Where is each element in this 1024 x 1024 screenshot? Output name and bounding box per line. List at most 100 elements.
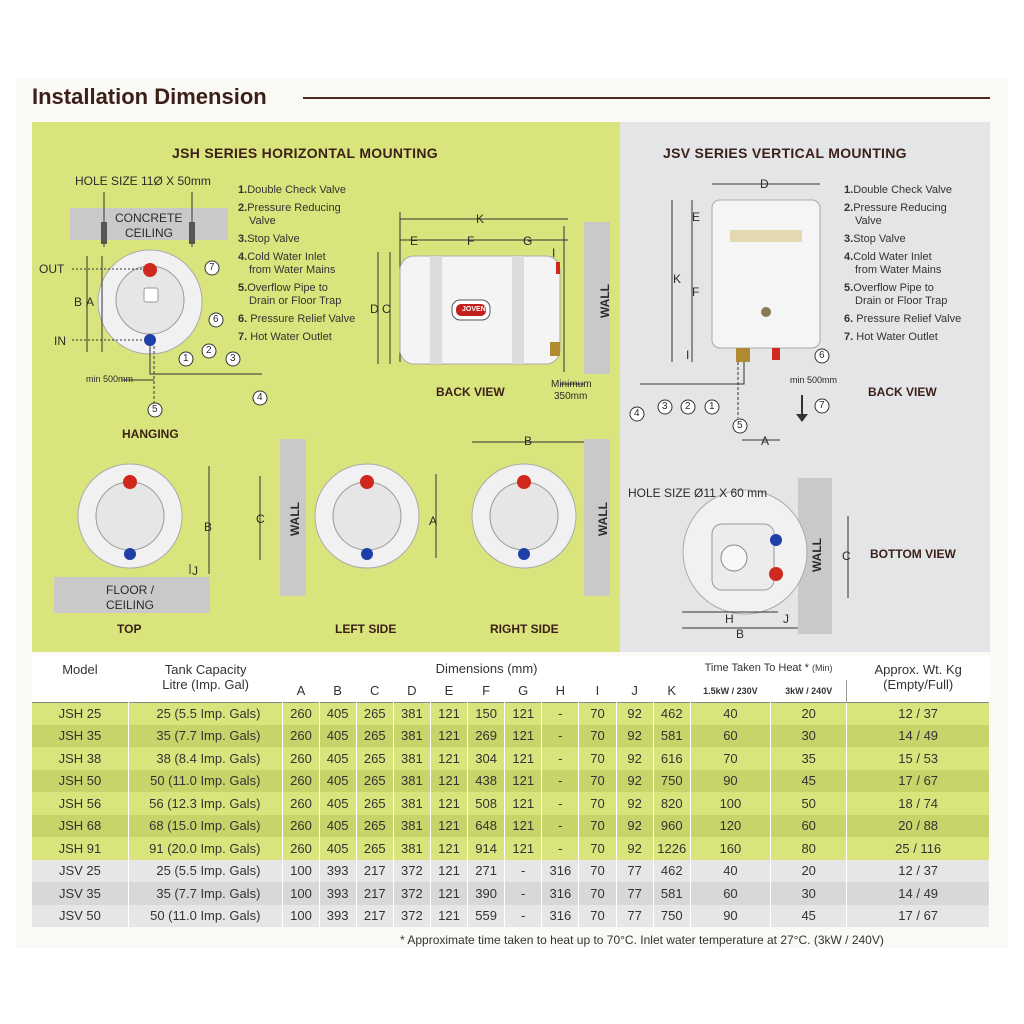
table-cell: 45 xyxy=(770,904,848,927)
table-cell: 405 xyxy=(319,837,357,860)
table-cell: JSV 50 xyxy=(32,904,129,927)
table-cell: 960 xyxy=(653,814,691,837)
table-cell: 121 xyxy=(504,702,543,725)
right-side-label: RIGHT SIDE xyxy=(490,622,559,636)
th-dim-a: A xyxy=(282,680,320,702)
jsv-num-2: 2 xyxy=(685,401,691,412)
dim-b-hanging: B xyxy=(74,295,83,309)
table-cell: 372 xyxy=(393,904,431,927)
th-3kw: 3kW / 240V xyxy=(770,680,848,702)
table-cell: 90 xyxy=(690,904,772,927)
table-cell: 20 xyxy=(770,859,848,882)
th-time: Time Taken To Heat * (Min) xyxy=(689,656,848,680)
dim-c-back: C xyxy=(382,302,391,316)
table-cell: - xyxy=(504,904,543,927)
table-cell: 381 xyxy=(393,702,431,725)
table-cell: 20 xyxy=(770,702,848,725)
dim-j-top: J xyxy=(192,564,198,578)
table-cell: 45 xyxy=(770,769,848,792)
table-cell: 316 xyxy=(541,859,580,882)
table-cell: 405 xyxy=(319,747,357,770)
table-cell: 50 xyxy=(770,792,848,815)
table-cell: 35 (7.7 Imp. Gals) xyxy=(128,882,284,905)
table-cell: 60 xyxy=(690,882,772,905)
table-cell: 90 xyxy=(690,769,772,792)
table-cell: 77 xyxy=(616,882,654,905)
table-cell: 50 (11.0 Imp. Gals) xyxy=(128,904,284,927)
table-cell: 260 xyxy=(282,837,320,860)
table-cell: 405 xyxy=(319,814,357,837)
dim-e-jsv: E xyxy=(692,210,701,224)
table-cell: 265 xyxy=(356,814,394,837)
table-cell: 150 xyxy=(467,702,506,725)
table-cell: 60 xyxy=(690,724,772,747)
dim-k-back: K xyxy=(476,212,485,226)
back-view-wall xyxy=(584,222,610,374)
table-cell: JSH 91 xyxy=(32,837,129,860)
table-cell: - xyxy=(541,724,580,747)
page-title: Installation Dimension xyxy=(32,84,267,109)
dim-c-left: C xyxy=(256,512,265,526)
table-cell: 381 xyxy=(393,724,431,747)
table-cell: 260 xyxy=(282,702,320,725)
table-cell: 559 xyxy=(467,904,506,927)
legend-item: 6. Pressure Relief Valve xyxy=(844,313,962,325)
legend-item: 1.Double Check Valve xyxy=(238,184,347,196)
table-cell: 750 xyxy=(653,769,691,792)
jsv-diagram xyxy=(629,183,849,634)
left-side-label: LEFT SIDE xyxy=(335,622,397,636)
table-cell: 70 xyxy=(578,702,617,725)
dim-i-jsv: I xyxy=(686,348,690,362)
num-4: 4 xyxy=(257,392,263,403)
table-cell: 304 xyxy=(467,747,506,770)
table-cell: 750 xyxy=(653,904,691,927)
table-cell: 581 xyxy=(653,724,691,747)
table-cell: 25 / 116 xyxy=(846,837,990,860)
table-cell: 121 xyxy=(430,837,469,860)
left-side-wall xyxy=(280,439,306,596)
table-cell: 70 xyxy=(578,837,617,860)
jsv-min500: min 500mm xyxy=(790,375,838,385)
dim-b-jsv: B xyxy=(736,627,745,641)
table-cell: - xyxy=(504,859,543,882)
th-dim-b: B xyxy=(319,680,357,702)
jsh-diagram xyxy=(54,192,610,613)
table-cell: 70 xyxy=(578,747,617,770)
table-cell: 260 xyxy=(282,724,320,747)
table-cell: 14 / 49 xyxy=(846,882,990,905)
table-cell: 508 xyxy=(467,792,506,815)
table-cell: 121 xyxy=(504,814,543,837)
table-cell: JSH 35 xyxy=(32,724,129,747)
table-cell: 160 xyxy=(690,837,772,860)
table-cell: 616 xyxy=(653,747,691,770)
floor-ceiling-label: CEILING xyxy=(106,598,155,612)
table-cell: 91 (20.0 Imp. Gals) xyxy=(128,837,284,860)
table-cell: 217 xyxy=(356,859,394,882)
table-cell: 121 xyxy=(504,724,543,747)
table-cell: 35 (7.7 Imp. Gals) xyxy=(128,724,284,747)
th-dim-f: F xyxy=(467,680,506,702)
table-cell: - xyxy=(541,747,580,770)
jsh-header: JSH SERIES HORIZONTAL MOUNTING xyxy=(172,145,438,161)
min350-label: 350mm xyxy=(554,391,588,402)
minimum-label: Minimum xyxy=(551,379,592,390)
table-cell: 265 xyxy=(356,724,394,747)
table-cell: 40 xyxy=(690,702,772,725)
table-cell: 217 xyxy=(356,904,394,927)
hot-outlet-red xyxy=(143,263,157,277)
concrete-ceiling-block xyxy=(70,208,228,240)
table-cell: 92 xyxy=(616,747,654,770)
table-cell: JSH 56 xyxy=(32,792,129,815)
table-cell: - xyxy=(541,837,580,860)
table-cell: 12 / 37 xyxy=(846,859,990,882)
dim-d-jsv: D xyxy=(760,177,769,191)
th-dim-k: K xyxy=(653,680,691,702)
table-cell: 438 xyxy=(467,769,506,792)
table-cell: - xyxy=(541,702,580,725)
table-cell: 316 xyxy=(541,904,580,927)
vertical-tank xyxy=(711,199,821,349)
table-cell: 121 xyxy=(430,769,469,792)
